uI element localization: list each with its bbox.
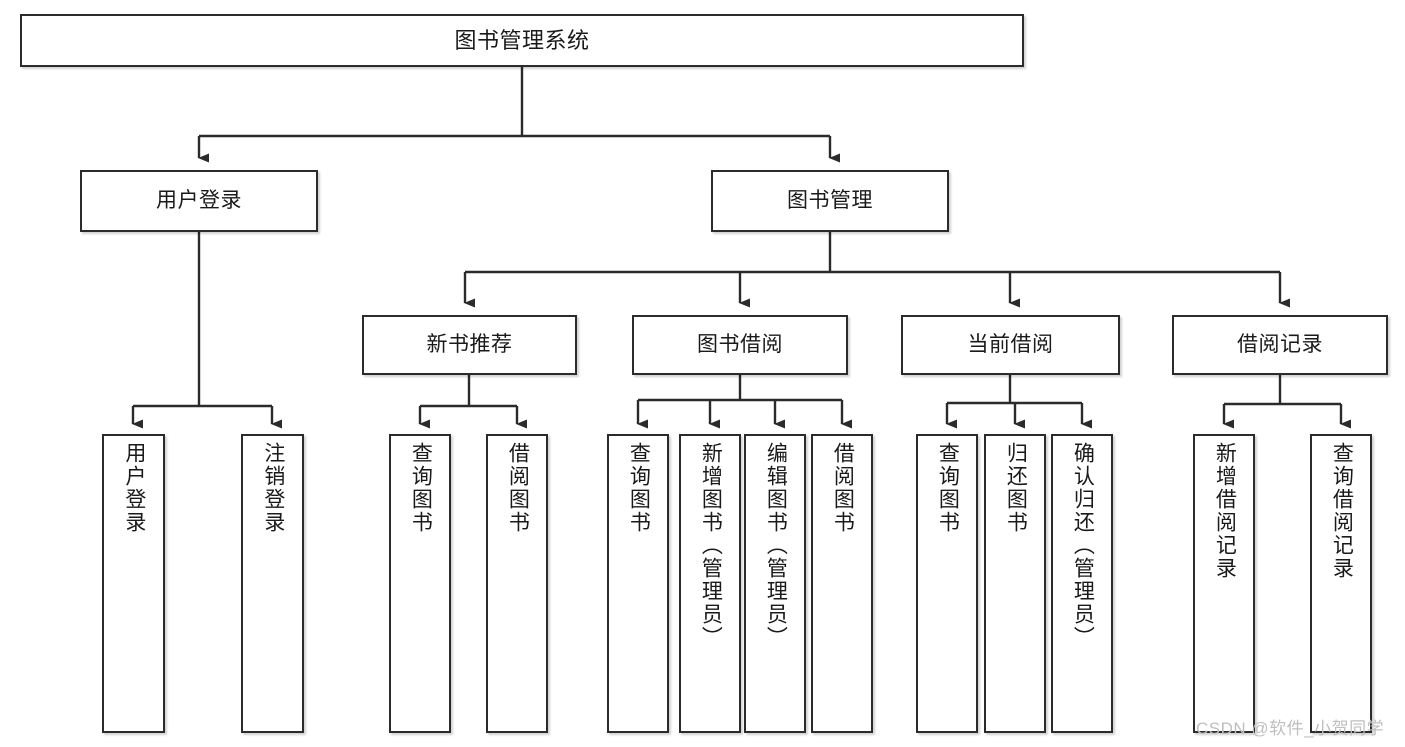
node-label: 查询图书 [627, 442, 651, 534]
leaf-book-borrow-query[interactable]: 查询图书 [607, 434, 669, 733]
leaf-new-book-borrow[interactable]: 借阅图书 [486, 434, 548, 733]
node-label: 确认归还（管理员） [1071, 442, 1095, 649]
node-label: 归还图书 [1004, 442, 1028, 534]
leaf-current-borrow-confirm-return[interactable]: 确认归还（管理员） [1051, 434, 1113, 733]
csdn-watermark: CSDN @软件_小贺同学 [1196, 719, 1385, 738]
node-user-login[interactable]: 用户登录 [80, 170, 318, 232]
node-label: 用户登录 [122, 442, 146, 534]
node-current-borrow[interactable]: 当前借阅 [901, 315, 1120, 375]
node-label: 新增借阅记录 [1213, 442, 1237, 580]
node-borrow-record[interactable]: 借阅记录 [1172, 315, 1388, 375]
leaf-user-login-login[interactable]: 用户登录 [102, 434, 165, 733]
leaf-book-borrow-edit[interactable]: 编辑图书（管理员） [744, 434, 806, 733]
node-label: 查询图书 [409, 442, 433, 534]
leaf-borrow-record-query[interactable]: 查询借阅记录 [1310, 434, 1372, 733]
leaf-current-borrow-return[interactable]: 归还图书 [984, 434, 1046, 733]
node-label: 注销登录 [261, 442, 285, 534]
node-label: 借阅图书 [506, 442, 530, 534]
node-label: 借阅记录 [1237, 332, 1323, 356]
node-label: 新书推荐 [426, 332, 513, 356]
leaf-user-login-logout[interactable]: 注销登录 [241, 434, 304, 733]
node-label: 图书管理系统 [454, 27, 590, 53]
node-new-book-recommend[interactable]: 新书推荐 [362, 315, 577, 375]
node-root-system[interactable]: 图书管理系统 [20, 14, 1024, 67]
node-label: 编辑图书（管理员） [764, 442, 788, 649]
node-book-management[interactable]: 图书管理 [711, 170, 949, 232]
node-label: 用户登录 [156, 188, 242, 212]
node-label: 图书借阅 [697, 332, 783, 356]
node-label: 查询借阅记录 [1330, 442, 1354, 580]
leaf-book-borrow-add[interactable]: 新增图书（管理员） [679, 434, 741, 733]
node-label: 新增图书（管理员） [699, 442, 723, 649]
node-label: 借阅图书 [831, 442, 855, 534]
leaf-book-borrow-borrow[interactable]: 借阅图书 [811, 434, 873, 733]
leaf-current-borrow-query[interactable]: 查询图书 [916, 434, 978, 733]
node-book-borrow[interactable]: 图书借阅 [632, 315, 848, 375]
leaf-borrow-record-add[interactable]: 新增借阅记录 [1193, 434, 1255, 733]
node-label: 当前借阅 [967, 332, 1054, 356]
node-label: 图书管理 [787, 188, 873, 212]
node-label: 查询图书 [936, 442, 960, 534]
leaf-new-book-query[interactable]: 查询图书 [389, 434, 451, 733]
